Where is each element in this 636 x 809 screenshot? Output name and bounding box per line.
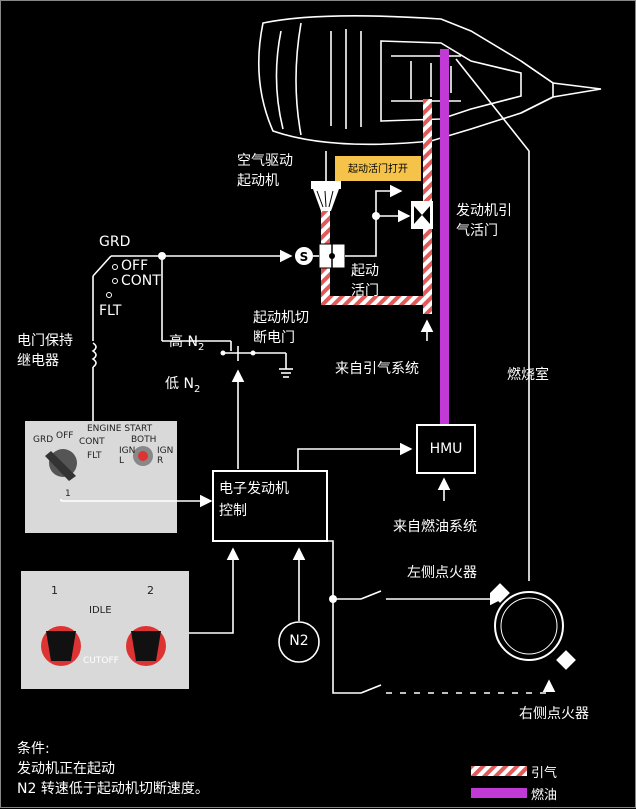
svg-text:S: S <box>300 250 309 264</box>
cutoff-label: CUTOFF <box>83 656 119 666</box>
panel-cont: CONT <box>79 437 105 447</box>
left-igniter-label: 左侧点火器 <box>407 565 477 581</box>
from-bleed-label: 来自引气系统 <box>335 361 419 377</box>
hold-relay-label: 电门保持继电器 <box>17 333 73 369</box>
panel-both: BOTH <box>131 435 157 445</box>
low-n2-label: 低 N2 <box>165 376 201 395</box>
flt-label: FLT <box>99 303 122 319</box>
legend-bleed-label: 引气 <box>531 766 558 781</box>
solenoid <box>295 247 313 265</box>
lever-2-label: 2 <box>147 584 154 597</box>
right-igniter-label: 右侧点火器 <box>519 706 589 722</box>
from-fuel-label: 来自燃油系统 <box>393 519 477 535</box>
start-valve-label: 起动活门 <box>351 263 379 299</box>
combustor-ring <box>494 591 564 661</box>
panel-grd: GRD <box>33 435 54 445</box>
idle-label: IDLE <box>89 605 112 616</box>
fuel-line <box>440 49 449 449</box>
eec-box <box>212 470 328 542</box>
hmu-label: HMU <box>429 441 463 457</box>
n2-sensor-label: N2 <box>289 633 309 649</box>
cutout-switch-label: 起动机切断电门 <box>253 310 309 346</box>
conditions: 条件: 发动机正在起动 N2 转速低于起动机切断速度。 <box>17 741 209 797</box>
starter-cutout-switch <box>220 341 293 469</box>
n2-sensor <box>278 621 320 663</box>
panel-num: 1 <box>65 489 71 499</box>
panel-flt: FLT <box>87 451 102 461</box>
engine-start-switch-schematic <box>91 249 293 421</box>
bleed-valve-label: 发动机引气活门 <box>456 203 512 239</box>
valve-open-label: 起动活门打开 <box>348 162 408 175</box>
high-n2-label: 高 N2 <box>169 334 205 353</box>
legend <box>471 766 527 798</box>
panel-off: OFF <box>56 431 74 441</box>
bleed-valve <box>376 201 433 229</box>
panel-title: ENGINE START <box>87 424 153 434</box>
valve-open-box <box>335 156 421 181</box>
engine-start-panel <box>25 421 177 533</box>
air-starter <box>311 151 341 211</box>
starter-motor-label: 空气驱动起动机 <box>237 153 293 189</box>
off-label: OFF <box>121 258 149 274</box>
cont-label: CONT <box>121 273 161 289</box>
legend-fuel-label: 燃油 <box>531 788 558 803</box>
grd-label: GRD <box>99 234 131 250</box>
thrust-lever-panel <box>21 571 189 689</box>
eec-label: 电子发动机控制 <box>219 481 289 519</box>
hmu-box <box>416 424 476 474</box>
lever-1-label: 1 <box>51 584 58 597</box>
combustor-label: 燃烧室 <box>507 367 549 383</box>
